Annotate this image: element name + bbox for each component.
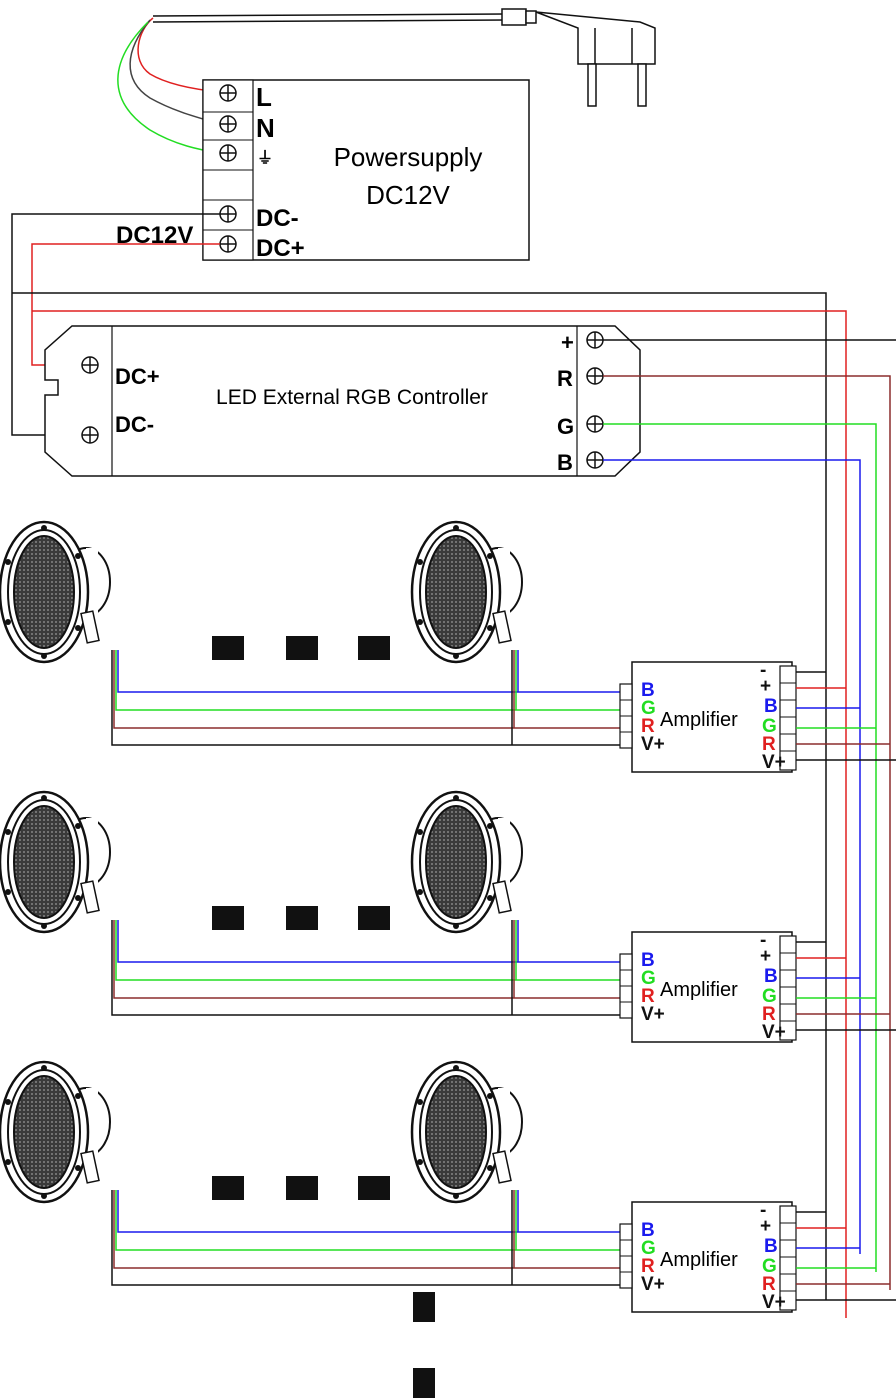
lamp-wire xyxy=(113,650,632,729)
power-supply: L N ⏚ DC- DC+ Powersupply DC12V xyxy=(202,79,530,262)
ellipsis-mark xyxy=(358,636,390,660)
bus-negative xyxy=(12,292,827,1300)
ellipsis-mark xyxy=(286,1176,318,1200)
lamp-wire xyxy=(111,650,632,746)
dc12v-output-label: DC12V xyxy=(116,222,193,249)
amplifier-input-label: R xyxy=(641,716,655,737)
amplifier-title: Amplifier xyxy=(660,1249,738,1271)
ellipsis-mark xyxy=(212,906,244,930)
amplifier-output-label: G xyxy=(762,1256,777,1277)
continuation-mark xyxy=(413,1292,435,1322)
amplifier-output-label: V+ xyxy=(762,1022,786,1043)
amplifier-input-label: G xyxy=(641,1238,656,1259)
amplifier-output-label: - xyxy=(760,930,766,951)
rgb-controller: DC+ DC- LED External RGB Controller + R … xyxy=(44,325,641,477)
mains-wires xyxy=(117,17,221,154)
amplifier-output-label: G xyxy=(762,716,777,737)
amplifier-input-label: V+ xyxy=(641,1274,665,1295)
amplifier-title: Amplifier xyxy=(660,709,738,731)
led-spot-lamp xyxy=(410,520,524,664)
controller-plus-label: + xyxy=(561,330,574,355)
amplifier-output-label: R xyxy=(762,734,776,755)
terminal-n-label: N xyxy=(256,113,275,143)
led-spot-lamp xyxy=(410,1060,524,1204)
controller-dc-plus-label: DC+ xyxy=(115,364,160,389)
lamp-wire xyxy=(111,920,632,1016)
lamp-wire xyxy=(117,920,632,963)
continuation-mark xyxy=(413,1368,435,1398)
amplifier-output-label: + xyxy=(760,676,771,697)
led-spot-lamp xyxy=(410,790,524,934)
amplifier-output-label: - xyxy=(760,1200,766,1221)
ellipsis-mark xyxy=(358,1176,390,1200)
amplifier-title: Amplifier xyxy=(660,979,738,1001)
lamp-wire xyxy=(117,1190,632,1233)
amplifier-input-label: B xyxy=(641,1220,655,1241)
amplifier-input-label: G xyxy=(641,698,656,719)
amplifier-input-label: V+ xyxy=(641,734,665,755)
amplifier-input-label: B xyxy=(641,680,655,701)
amplifier-output-label: R xyxy=(762,1004,776,1025)
ellipsis-mark xyxy=(212,636,244,660)
power-supply-subtitle: DC12V xyxy=(366,180,450,210)
lamp-wire xyxy=(115,1190,632,1251)
controller-output-wires xyxy=(603,339,896,1290)
led-spot-lamp xyxy=(0,1060,112,1204)
ellipsis-mark xyxy=(286,636,318,660)
amplifier-output-label: V+ xyxy=(762,752,786,773)
amplifier-output-label: B xyxy=(764,696,778,717)
lamp-wire xyxy=(111,1190,632,1286)
mains-plug xyxy=(152,8,656,107)
controller-r-label: R xyxy=(557,366,573,391)
amplifier-input-label: V+ xyxy=(641,1004,665,1025)
power-supply-title: Powersupply xyxy=(334,142,483,172)
controller-dc-minus-label: DC- xyxy=(115,412,154,437)
ellipsis-mark xyxy=(286,906,318,930)
amplifier-output-label: B xyxy=(764,1236,778,1257)
amplifier-output-label: B xyxy=(764,966,778,987)
amplifier-output-label: V+ xyxy=(762,1292,786,1313)
amplifier-input-label: B xyxy=(641,950,655,971)
ellipsis-mark xyxy=(212,1176,244,1200)
bus-positive xyxy=(32,310,847,1318)
led-spot-lamp xyxy=(0,520,112,664)
amplifier-output-label: G xyxy=(762,986,777,1007)
amplifier-input-label: G xyxy=(641,968,656,989)
controller-title: LED External RGB Controller xyxy=(216,386,488,409)
lamp-wire xyxy=(113,920,632,999)
amplifier-input-label: R xyxy=(641,1256,655,1277)
terminal-dc-minus-label: DC- xyxy=(256,205,299,232)
controller-g-label: G xyxy=(557,414,574,439)
amplifier-input-label: R xyxy=(641,986,655,1007)
lamp-wire xyxy=(115,920,632,981)
lamp-wire xyxy=(113,1190,632,1269)
terminal-dc-plus-label: DC+ xyxy=(256,235,305,262)
lamp-wire xyxy=(115,650,632,711)
led-spot-lamp xyxy=(0,790,112,934)
amplifier-output-label: - xyxy=(760,660,766,681)
amplifier-output-label: R xyxy=(762,1274,776,1295)
lamp-wire xyxy=(117,650,632,693)
terminal-earth-label: ⏚ xyxy=(257,149,273,167)
controller-b-label: B xyxy=(557,450,573,475)
terminal-l-label: L xyxy=(256,82,272,112)
ellipsis-mark xyxy=(358,906,390,930)
amplifier-output-label: + xyxy=(760,1216,771,1237)
amplifier-output-label: + xyxy=(760,946,771,967)
